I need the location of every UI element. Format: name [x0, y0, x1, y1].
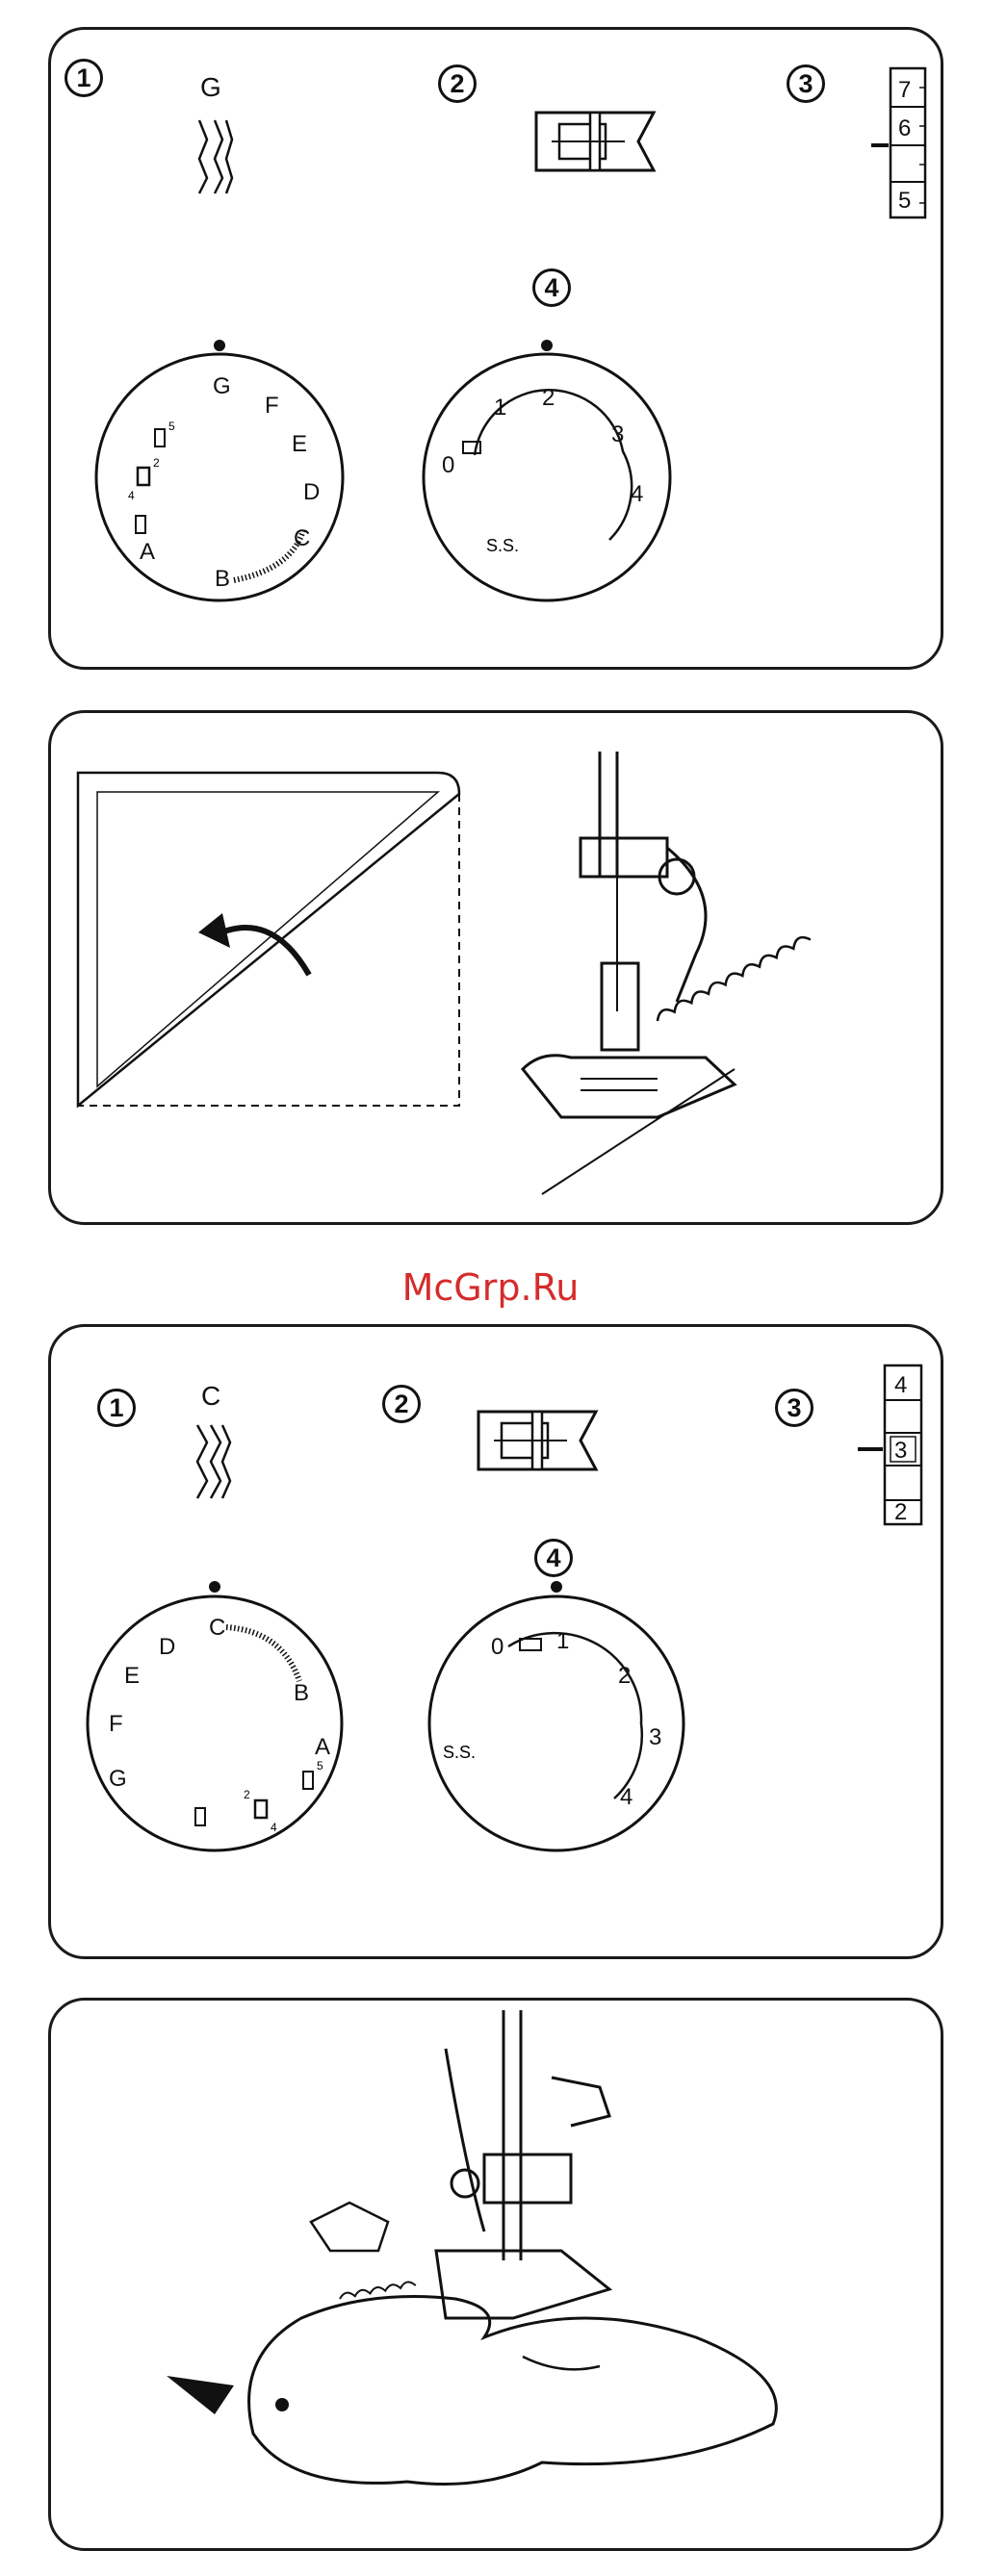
step-4-number: 4	[546, 1543, 560, 1573]
presser-foot-icon	[532, 107, 658, 176]
settings-panel-bottom: 1 2 3 4 C 4 3 2 G F E D C B A	[48, 1324, 943, 1959]
step-1-badge: 1	[65, 59, 103, 97]
width-scale-top: 7	[898, 77, 911, 103]
applique-bird-illustration	[195, 2010, 889, 2539]
length-label-1: 1	[494, 395, 506, 421]
folded-fabric-illustration	[68, 763, 473, 1119]
dial-label-e: E	[124, 1663, 140, 1689]
dial-label-c: C	[209, 1615, 225, 1641]
step-3-number: 3	[798, 69, 813, 99]
pattern-selector-dial: G F E D C B A 4 2 5	[90, 338, 349, 598]
step-4-badge: 4	[534, 1539, 573, 1577]
dial-small-2: 2	[153, 456, 160, 470]
step-1-badge: 1	[97, 1389, 136, 1427]
dial-label-a: A	[315, 1734, 330, 1760]
watermark-text: McGrp.Ru	[0, 1266, 981, 1309]
stitch-pattern-icon	[194, 1423, 232, 1500]
width-scale-mid: 3	[894, 1438, 907, 1464]
dial-label-g: G	[109, 1766, 127, 1792]
step-2-badge: 2	[438, 64, 477, 103]
dial-label-b: B	[215, 566, 230, 592]
dial-label-f: F	[109, 1711, 123, 1737]
dial-small-4: 4	[271, 1821, 277, 1834]
settings-panel-top: 1 2 3 4 G 7 6 5 G F E D C B	[48, 27, 943, 670]
dial-small-5: 5	[317, 1759, 323, 1773]
step-2-number: 2	[394, 1390, 408, 1419]
stitch-pattern-icon	[195, 118, 234, 195]
step-3-badge: 3	[775, 1389, 813, 1427]
step-4-badge: 4	[532, 268, 571, 307]
dial-label-b: B	[294, 1680, 309, 1706]
length-label-4: 4	[631, 481, 643, 507]
presser-foot-icon	[475, 1406, 600, 1475]
stitch-length-dial: 0 1 2 3 4 S.S.	[422, 1579, 691, 1849]
dial-label-a: A	[140, 539, 155, 565]
step-4-number: 4	[544, 273, 558, 303]
dial-label-e: E	[292, 431, 307, 457]
length-label-ss: S.S.	[486, 536, 519, 555]
length-label-3: 3	[611, 421, 624, 447]
width-scale-mid: 6	[898, 115, 911, 141]
illustration-panel-fold	[48, 710, 943, 1225]
dial-small-5: 5	[168, 420, 175, 433]
dial-label-d: D	[159, 1634, 175, 1660]
dial-label-f: F	[265, 393, 279, 419]
step-1-number: 1	[76, 64, 90, 93]
illustration-panel-applique	[48, 1998, 943, 2551]
stitch-width-scale: 7 6 5	[871, 68, 929, 217]
length-label-2: 2	[618, 1663, 631, 1689]
sewing-foot-overedge-illustration	[503, 752, 927, 1204]
width-scale-bottom: 2	[894, 1499, 907, 1525]
length-label-1: 1	[556, 1628, 569, 1654]
dial-label-d: D	[303, 479, 320, 505]
width-scale-bottom: 5	[898, 188, 911, 214]
length-label-2: 2	[542, 385, 555, 411]
pattern-selector-dial: G F E D C B A 4 2 5	[80, 1579, 349, 1849]
step-2-number: 2	[450, 69, 464, 99]
step-1-number: 1	[109, 1393, 123, 1423]
dial-small-2: 2	[244, 1788, 250, 1801]
pattern-letter: G	[200, 72, 221, 103]
stitch-length-dial: 0 1 2 3 4 S.S.	[417, 338, 677, 598]
stitch-width-scale: 4 3 2	[858, 1365, 925, 1524]
step-3-number: 3	[787, 1393, 801, 1423]
pattern-letter: C	[201, 1381, 220, 1412]
width-scale-top: 4	[894, 1372, 907, 1398]
length-label-3: 3	[649, 1724, 661, 1750]
step-2-badge: 2	[382, 1385, 421, 1423]
dial-label-g: G	[213, 373, 231, 399]
length-label-ss: S.S.	[443, 1743, 476, 1762]
length-label-4: 4	[620, 1784, 632, 1810]
step-3-badge: 3	[787, 64, 825, 103]
dial-small-4: 4	[128, 489, 135, 502]
length-label-0: 0	[442, 452, 454, 478]
length-label-0: 0	[491, 1634, 503, 1660]
